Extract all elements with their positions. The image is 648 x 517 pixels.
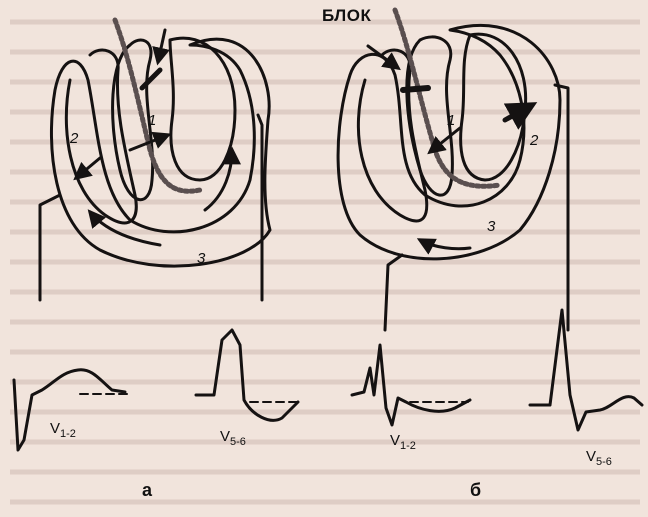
- block-bar-b: [403, 88, 428, 90]
- arrow-a-zone2: [76, 158, 100, 178]
- lead-label-a-v1-2: V1-2: [50, 420, 76, 440]
- background-text-texture: [10, 22, 640, 502]
- lead-label-a-v5-6: V5-6: [220, 428, 246, 448]
- ecg-a-v5-6: [196, 330, 298, 420]
- zone-label-b-3: 3: [487, 218, 495, 235]
- zone-label-a-2: 2: [70, 130, 78, 147]
- zone-label-b-1: 1: [447, 112, 455, 129]
- electrode-line-a-left: [40, 195, 60, 300]
- block-label: БЛОК: [322, 6, 371, 26]
- zone-label-b-2: 2: [530, 132, 538, 149]
- panel-label-a: а: [142, 480, 152, 501]
- lead-label-b-v1-2: V1-2: [390, 432, 416, 452]
- panel-label-b: б: [470, 480, 481, 501]
- septum-bar-a: [142, 70, 160, 88]
- zone-label-a-1: 1: [148, 112, 156, 129]
- zone-label-a-3: 3: [197, 250, 205, 267]
- arrow-b-curve-left: [420, 240, 470, 249]
- lead-label-b-v5-6: V5-6: [586, 448, 612, 468]
- arrow-a-septum: [158, 30, 165, 62]
